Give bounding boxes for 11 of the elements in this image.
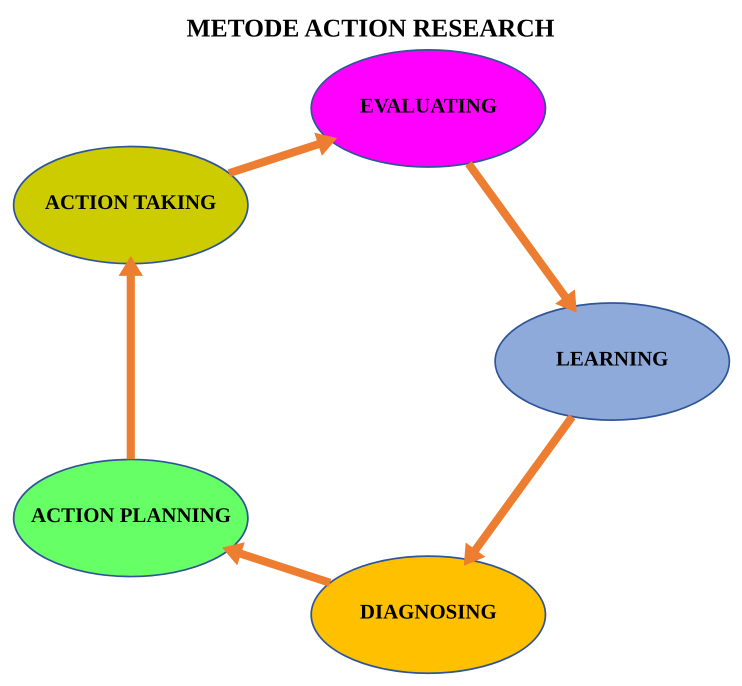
arrow (227, 132, 337, 178)
arrow (222, 542, 331, 587)
node-ellipse: ACTION TAKING (12, 146, 248, 265)
node-ellipse: DIAGNOSING (310, 555, 546, 674)
arrow (463, 414, 575, 566)
node-ellipse: EVALUATING (310, 49, 546, 168)
diagram-title: METODE ACTION RESEARCH (186, 14, 554, 43)
arrow (118, 256, 142, 460)
node-ellipse: LEARNING (494, 302, 730, 421)
node-ellipse: ACTION PLANNING (12, 458, 248, 578)
arrow (464, 161, 576, 313)
